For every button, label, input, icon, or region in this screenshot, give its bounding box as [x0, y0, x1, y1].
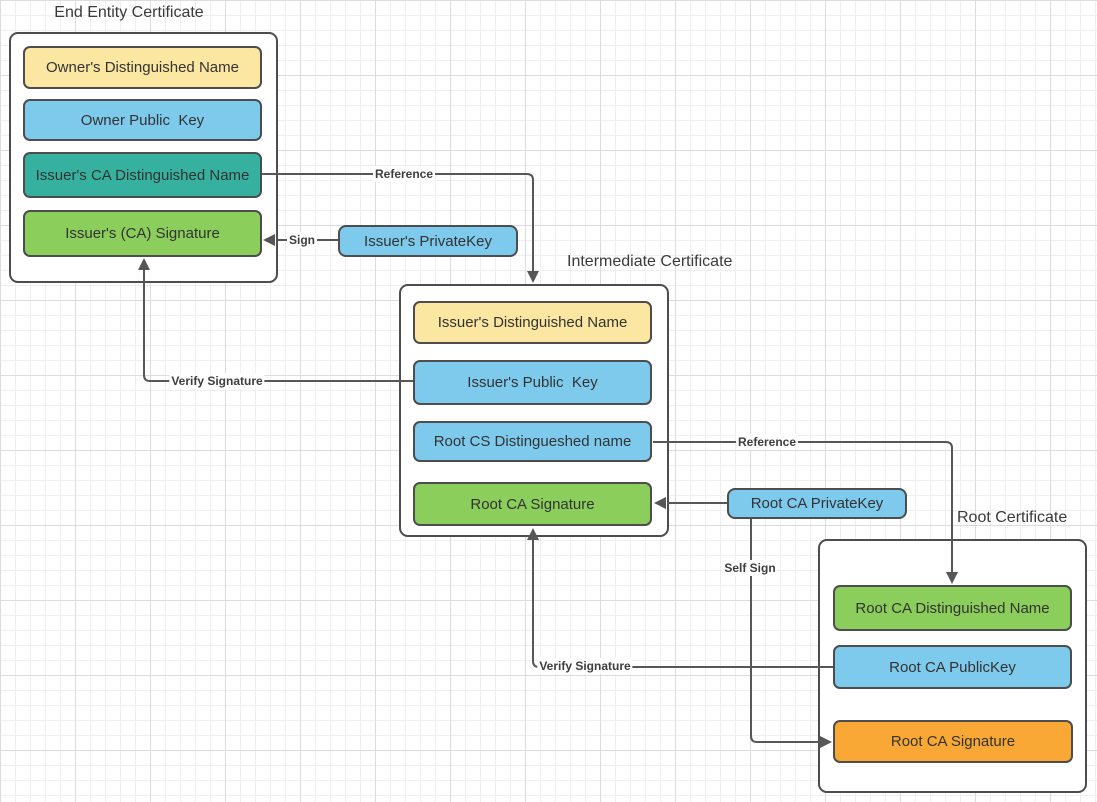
field-owner-public-key: Owner Public Key: [23, 99, 262, 141]
connector-label-verify-signature-2: Verify Signature: [537, 658, 633, 674]
field-root-ca-publickey: Root CA PublicKey: [833, 645, 1072, 689]
connector-label-reference-2: Reference: [735, 434, 799, 450]
field-root-ca-signature-root: Root CA Signature: [833, 720, 1073, 763]
field-issuers-distinguished-name: Issuer's Distinguished Name: [413, 301, 652, 344]
field-root-cs-distingueshed-name: Root CS Distingueshed name: [413, 421, 652, 462]
shape-root-ca-privatekey: Root CA PrivateKey: [727, 488, 907, 519]
connector-label-sign: Sign: [287, 232, 317, 248]
connector-label-verify-signature-1: Verify Signature: [169, 373, 265, 389]
self-sign-line: [750, 519, 821, 743]
field-issuers-ca-distinguished-name: Issuer's CA Distinguished Name: [23, 152, 262, 198]
field-owners-distinguished-name: Owner's Distinguished Name: [23, 46, 262, 89]
connector-label-self-sign: Self Sign: [722, 560, 778, 576]
reference-1-line: [262, 173, 534, 272]
reference-1-arrowhead-down: [527, 271, 539, 283]
group-title-intermediate-certificate: Intermediate Certificate: [567, 253, 733, 270]
group-title-root-certificate: Root Certificate: [957, 509, 1068, 526]
field-root-ca-signature-intermediate: Root CA Signature: [413, 482, 652, 526]
field-issuers-public-key: Issuer's Public Key: [413, 360, 652, 405]
field-root-ca-distinguished-name: Root CA Distinguished Name: [833, 585, 1072, 631]
verify-signature-1-line: [143, 270, 413, 382]
connector-label-reference-1: Reference: [372, 166, 436, 182]
verify-signature-2-line: [532, 540, 833, 668]
shape-issuers-privatekey: Issuer's PrivateKey: [338, 225, 518, 257]
group-title-end-entity-certificate: End Entity Certificate: [54, 4, 204, 21]
field-issuers-ca-signature: Issuer's (CA) Signature: [23, 210, 262, 257]
